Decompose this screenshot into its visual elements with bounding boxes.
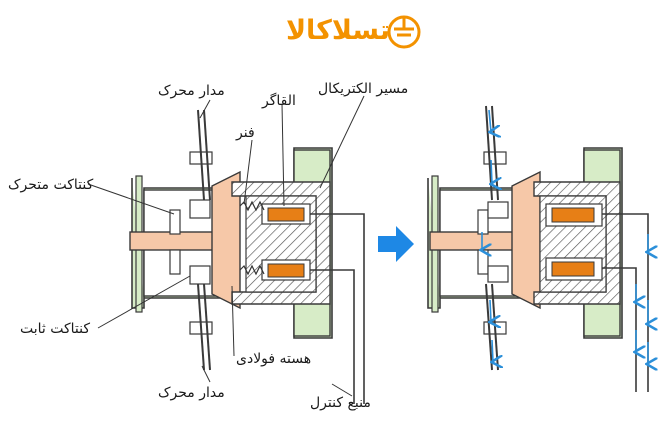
brand-name: تسلاکالا [285, 15, 390, 46]
earth-ground-circle-icon [387, 15, 421, 49]
label-fixed-contact: کنتاکت ثابت [20, 321, 91, 337]
label-moving-contact: کنتاکت متحرک [8, 177, 94, 193]
contactor-left [87, 95, 365, 404]
label-control-source: منبع کنترل [310, 395, 371, 411]
label-moving-circuit-top: مدار محرک [158, 83, 225, 99]
moving-contact-bottom-left [169, 249, 181, 275]
label-moving-circuit-bottom: مدار محرک [158, 385, 225, 401]
label-electrical-path: مسیر الکتریکال [318, 81, 409, 97]
armature-right [511, 170, 541, 310]
contactor-right [427, 105, 648, 392]
label-inductor: القاگر [262, 93, 296, 109]
leader-lines-left [87, 95, 365, 397]
moving-shaft-left [129, 231, 221, 251]
moving-contact-top-left [169, 209, 181, 235]
control-wire-bottom-left [310, 269, 355, 404]
label-steel-core: هسته فولادی [236, 351, 312, 367]
armature-left [211, 170, 241, 310]
transition-arrow-icon [378, 226, 414, 262]
fixed-contact-bottom-left [189, 265, 211, 285]
control-wire-top-left [310, 213, 365, 404]
current-flow-arrows [482, 109, 648, 364]
label-spring: فنر [236, 125, 255, 141]
spring-bottom-left [239, 264, 265, 276]
fixed-contact-top-left [189, 199, 211, 219]
